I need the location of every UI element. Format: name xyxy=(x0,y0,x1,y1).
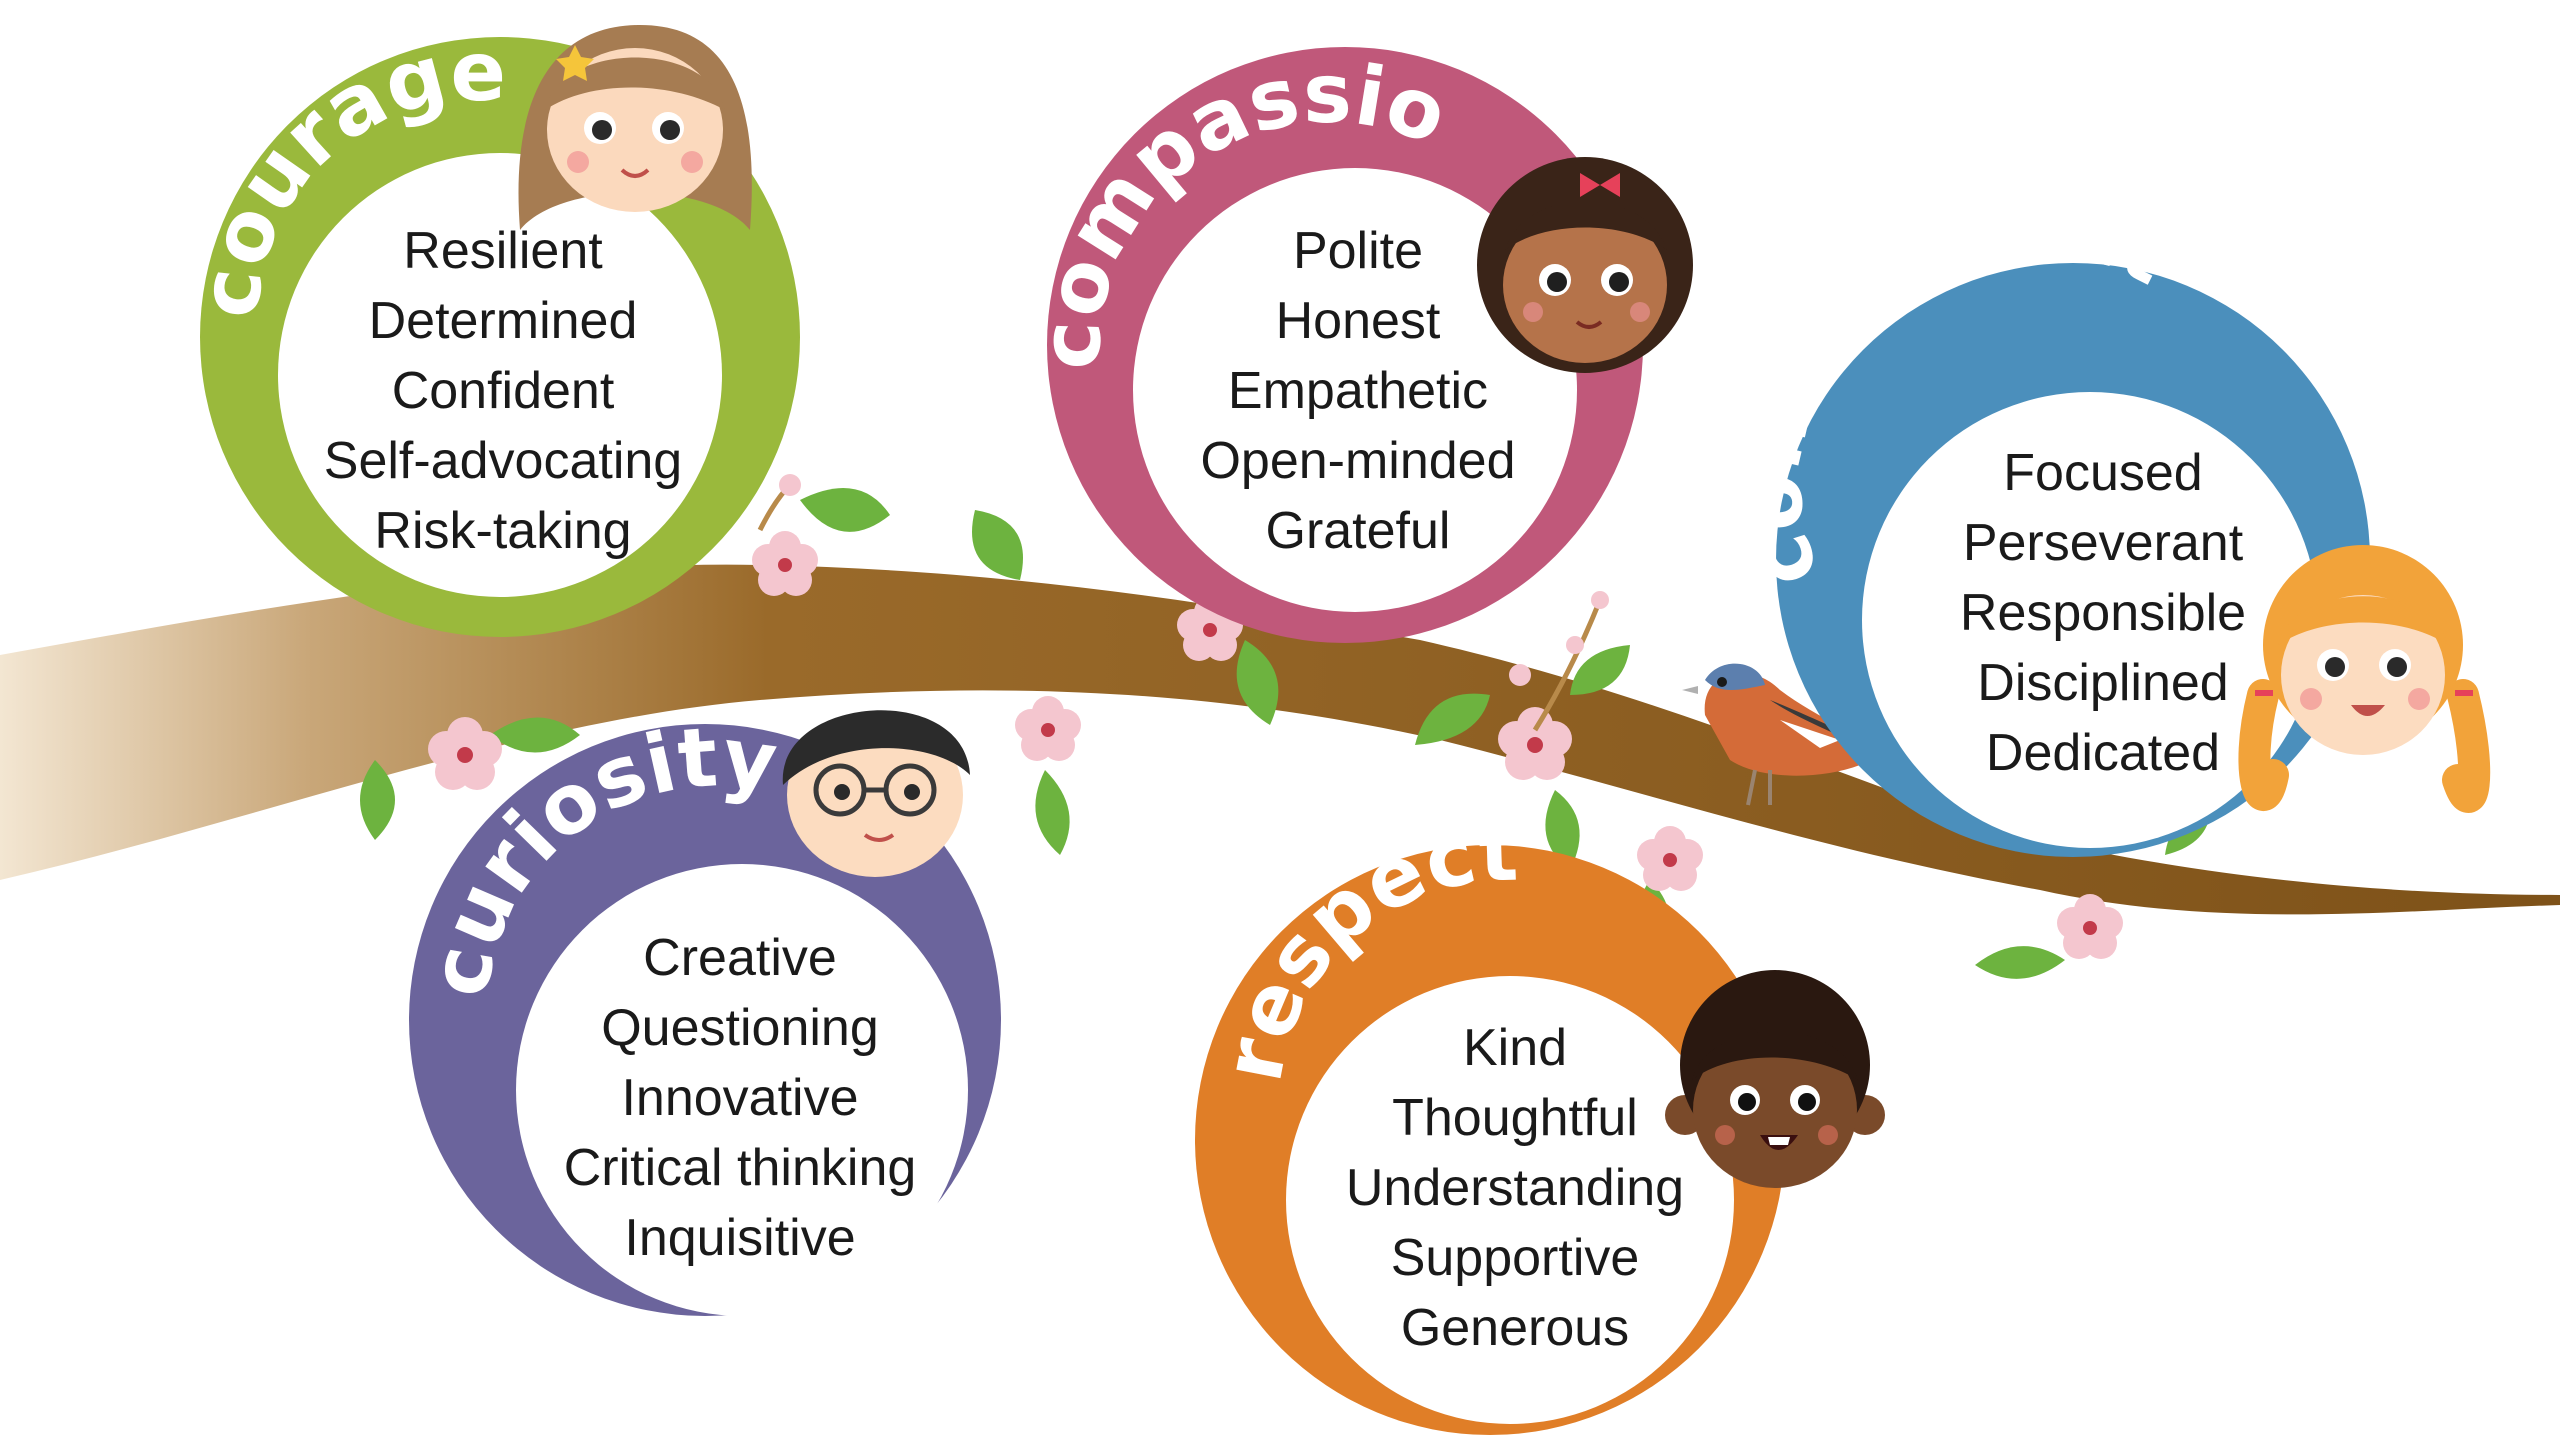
leaf-icon xyxy=(360,760,395,840)
leaf-icon xyxy=(1545,790,1580,870)
traits-curiosity: Creative Questioning Innovative Critical… xyxy=(564,929,917,1267)
leaf-icon xyxy=(1570,645,1630,695)
trait-text: Resilient xyxy=(403,222,603,280)
trait-text: Questioning xyxy=(601,999,879,1057)
trait-text: Polite xyxy=(1293,222,1423,280)
trait-text: Grateful xyxy=(1266,502,1451,560)
traits-respect: Kind Thoughtful Understanding Supportive… xyxy=(1346,1019,1684,1357)
girl-orange-braids-icon xyxy=(2238,545,2491,813)
star-clip-icon xyxy=(556,45,594,81)
leaf-icon xyxy=(1236,640,1279,725)
trait-text: Empathetic xyxy=(1228,362,1488,420)
blossom-icon xyxy=(1015,696,1081,761)
inner-circle-respect xyxy=(1286,976,1734,1424)
blossom-icon xyxy=(1637,826,1703,891)
traits-courage: Resilient Determined Confident Self-advo… xyxy=(324,222,682,560)
trait-text: Critical thinking xyxy=(564,1139,917,1197)
inner-circle-curiosity xyxy=(516,864,968,1316)
boy-with-glasses-icon xyxy=(782,710,970,877)
trait-text: Perseverant xyxy=(1963,514,2244,572)
leaf-icon xyxy=(1415,693,1490,745)
trait-text: Determined xyxy=(369,292,638,350)
girl-curly-hair-icon xyxy=(1477,157,1693,373)
trait-text: Kind xyxy=(1463,1019,1567,1077)
trait-text: Honest xyxy=(1276,292,1441,350)
trait-text: Dedicated xyxy=(1986,724,2220,782)
trait-text: Disciplined xyxy=(1977,654,2228,712)
trait-text: Understanding xyxy=(1346,1159,1684,1217)
traits-compassion: Polite Honest Empathetic Open-minded Gra… xyxy=(1200,222,1515,560)
leaf-icon xyxy=(1975,946,2065,979)
inner-circle-compassion xyxy=(1133,168,1577,612)
value-circle-curiosity: curiosity Creative Questioning Innovativ… xyxy=(409,710,1001,1316)
leaf-icon xyxy=(490,717,580,753)
trait-text: Supportive xyxy=(1391,1229,1640,1287)
trait-text: Thoughtful xyxy=(1392,1089,1638,1147)
twig-with-buds-icon xyxy=(757,474,1609,732)
trait-text: Risk-taking xyxy=(374,502,631,560)
branch-shape xyxy=(0,564,2560,915)
blossoms-and-leaves xyxy=(360,474,2210,979)
leaf-icon xyxy=(800,488,890,532)
leaf-icon xyxy=(972,510,1023,580)
inner-circle-commitment xyxy=(1862,392,2318,848)
trait-text: Responsible xyxy=(1960,584,2246,642)
tree-branch xyxy=(0,564,2560,915)
blossom-icon xyxy=(428,717,502,790)
girl-brown-hair-icon xyxy=(518,25,752,230)
trait-text: Self-advocating xyxy=(324,432,682,490)
trait-text: Creative xyxy=(643,929,837,987)
blossom-icon xyxy=(752,531,818,596)
trait-text: Generous xyxy=(1401,1299,1629,1357)
blossom-icon xyxy=(2057,894,2123,959)
blossom-icon xyxy=(1498,707,1572,780)
value-circle-respect: respect Kind Thoughtful Understanding Su… xyxy=(1195,804,1885,1435)
trait-text: Inquisitive xyxy=(624,1209,855,1267)
pink-bow-icon xyxy=(1580,173,1620,197)
trait-text: Innovative xyxy=(621,1069,858,1127)
trait-text: Open-minded xyxy=(1200,432,1515,490)
inner-circle-courage xyxy=(278,153,722,597)
leaf-icon xyxy=(1035,770,1070,855)
trait-text: Focused xyxy=(2003,444,2202,502)
value-circle-courage: courage Resilient Determined Confident S… xyxy=(182,25,800,637)
trait-text: Confident xyxy=(392,362,615,420)
boy-curly-hair-icon xyxy=(1665,970,1885,1188)
traits-commitment: Focused Perseverant Responsible Discipli… xyxy=(1960,444,2246,782)
